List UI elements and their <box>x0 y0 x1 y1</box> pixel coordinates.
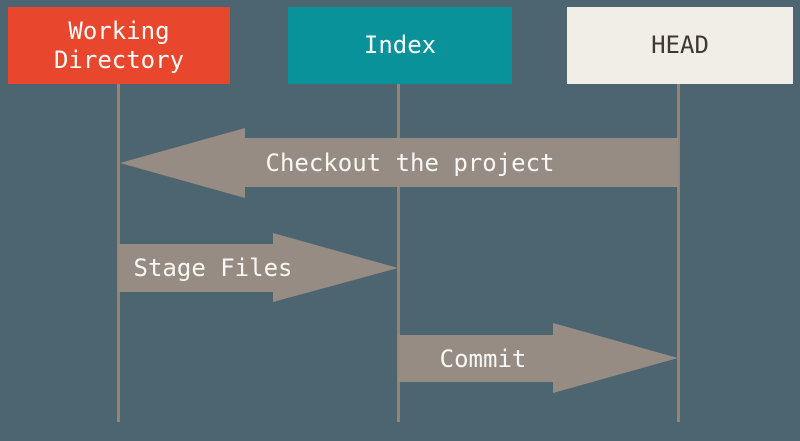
column-label-head: HEAD <box>651 31 709 59</box>
arrow-label-checkout: Checkout the project <box>265 149 555 177</box>
column-box-working-directory: Working Directory <box>8 7 230 84</box>
arrow-commit <box>398 323 678 393</box>
arrow-label-commit: Commit <box>439 345 527 373</box>
arrow-checkout <box>120 128 678 198</box>
column-label-working-directory: Working Directory <box>53 16 185 74</box>
column-label-index: Index <box>363 31 437 59</box>
column-box-head: HEAD <box>567 7 793 84</box>
lifeline-index <box>397 84 400 422</box>
arrow-label-stage-files: Stage Files <box>133 254 293 282</box>
column-box-index: Index <box>288 7 512 84</box>
lifeline-head <box>677 84 680 422</box>
arrow-stage-files <box>118 233 398 302</box>
